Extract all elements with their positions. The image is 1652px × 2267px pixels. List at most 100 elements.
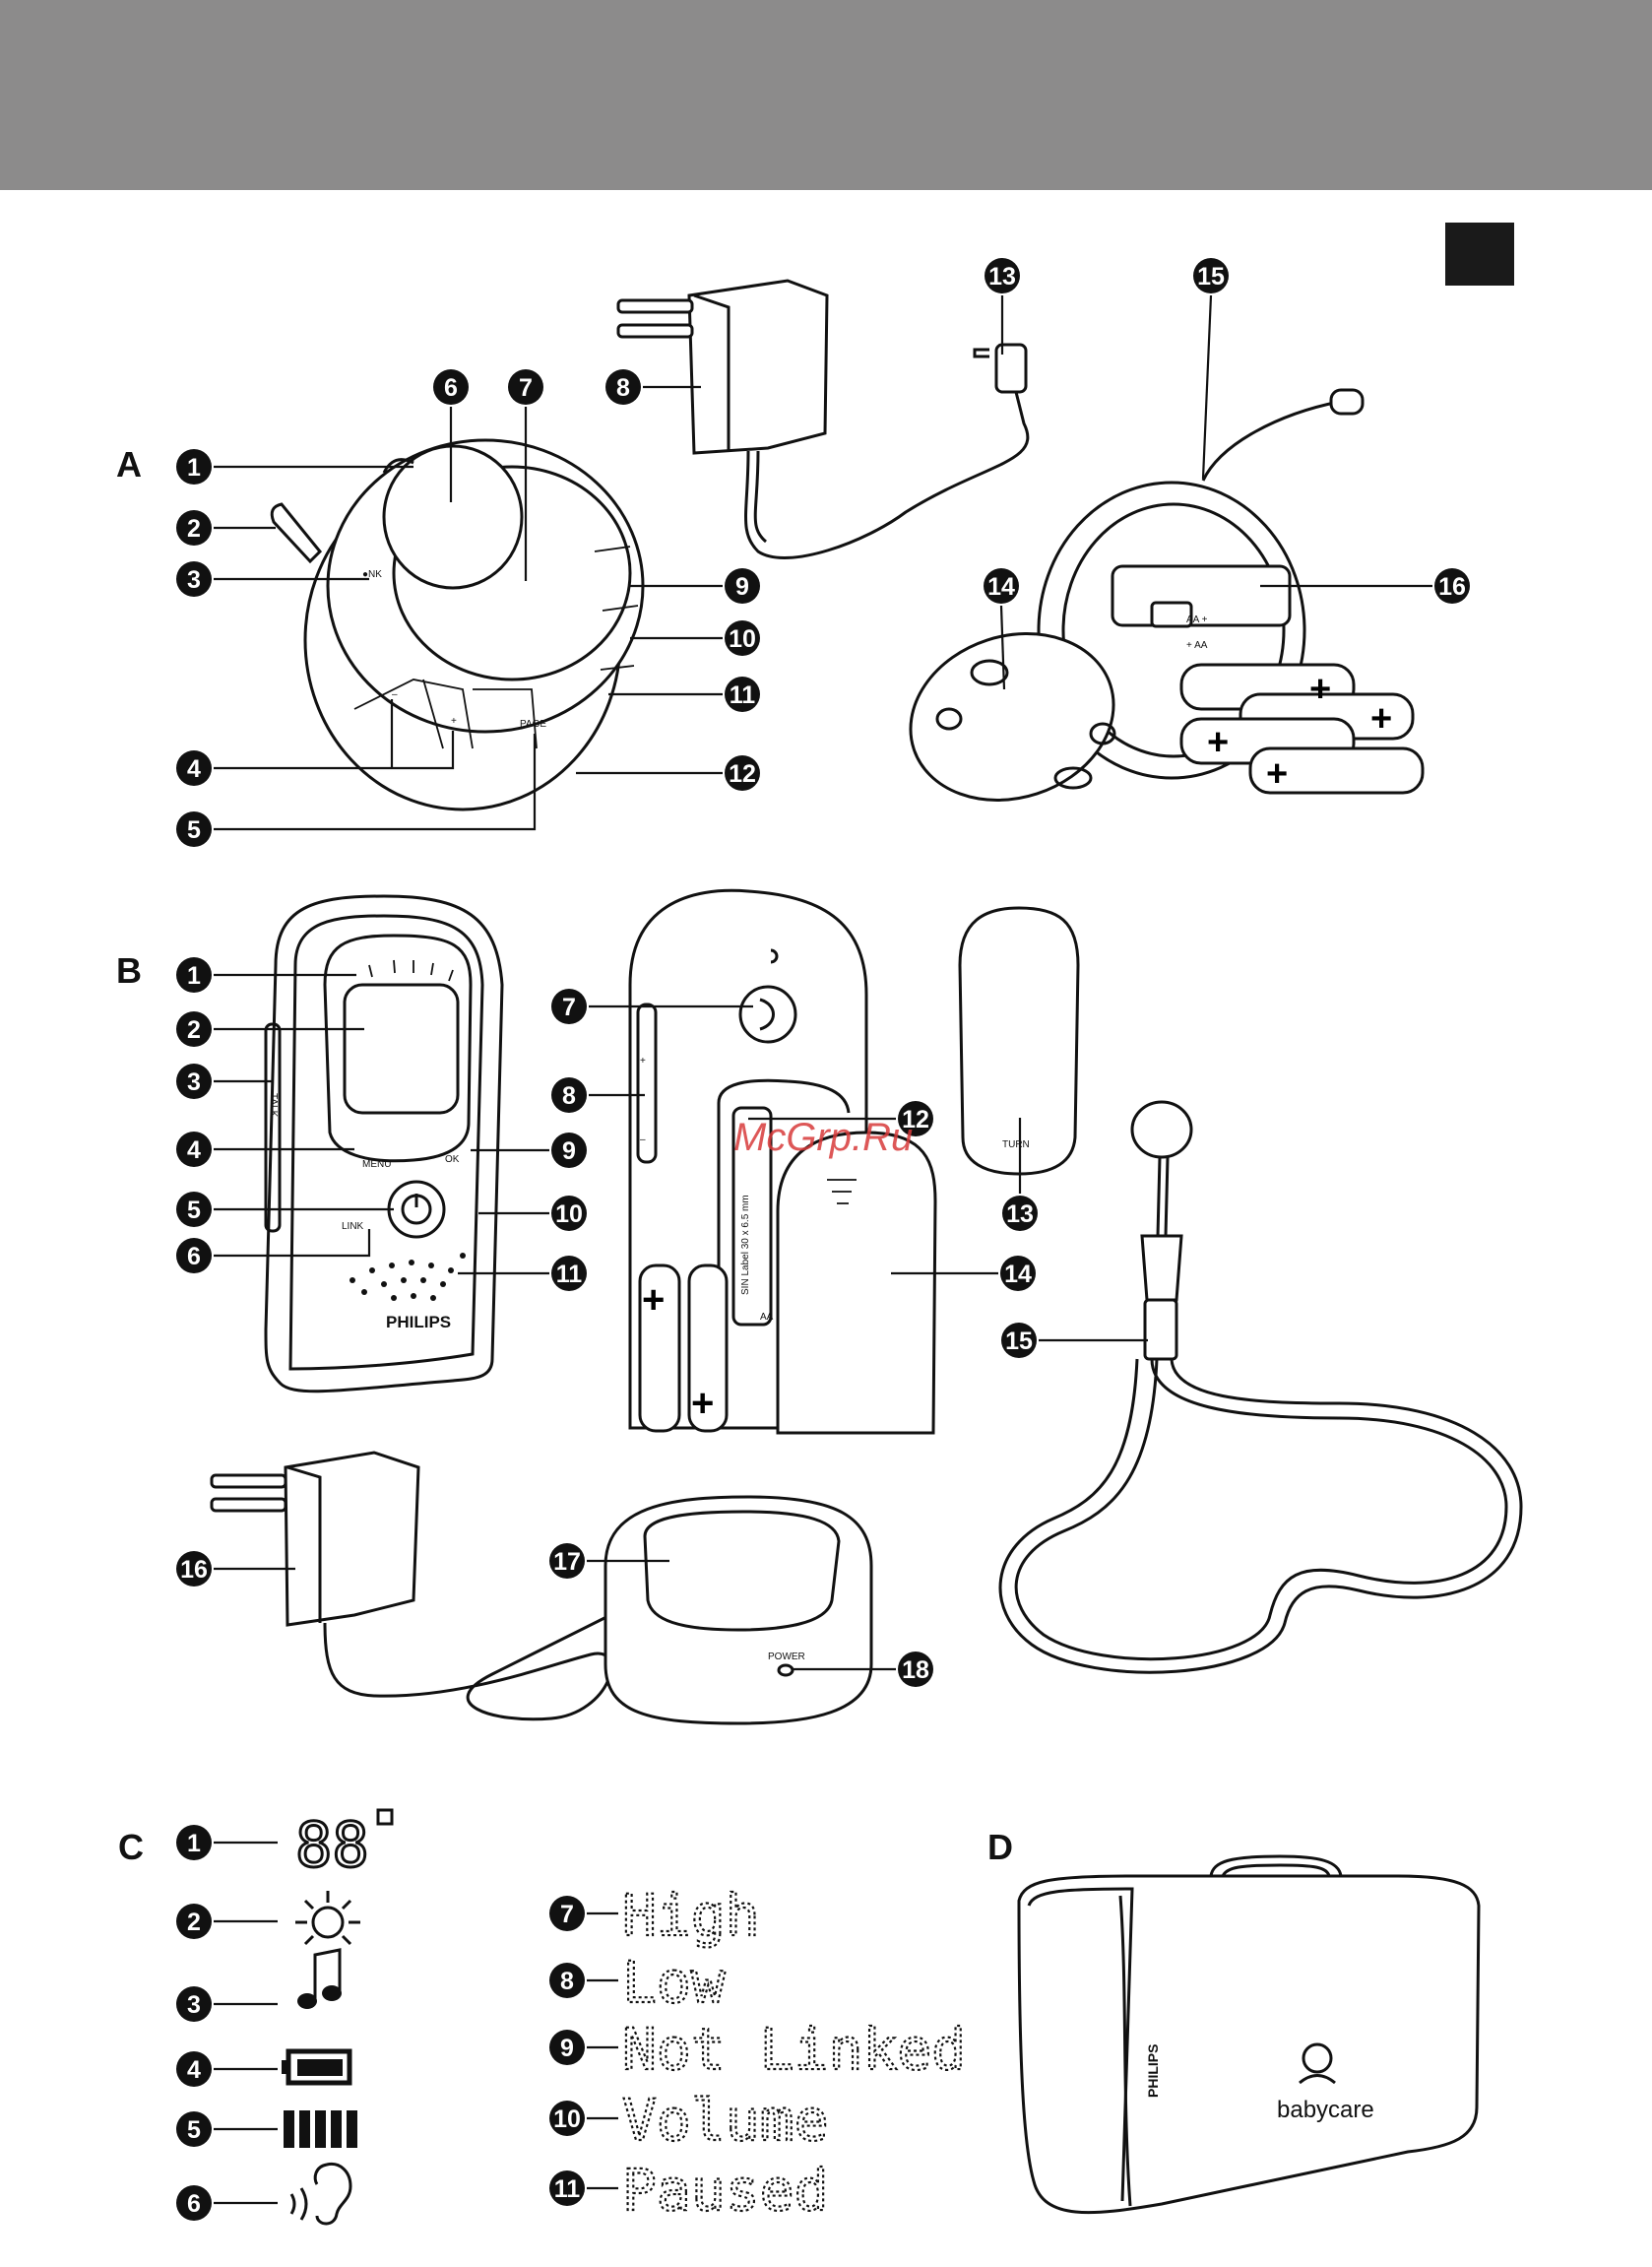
callout-a-15: 15	[1193, 258, 1229, 293]
callout-c-7: 7	[549, 1896, 585, 1931]
svg-text:8: 8	[616, 374, 630, 402]
callout-a-2: 2	[176, 510, 212, 546]
svg-text:4: 4	[187, 1136, 201, 1164]
b-sin-label: SIN Label 30 x 6.5 mm	[740, 1195, 751, 1295]
svg-text:3: 3	[187, 566, 201, 594]
svg-text:15: 15	[1197, 263, 1225, 291]
callout-b-17: 17	[549, 1543, 585, 1579]
d-bag-logo-text: babycare	[1277, 2097, 1374, 2123]
b-talk-label: TALK	[268, 1093, 279, 1118]
section-letter-a: A	[116, 444, 142, 485]
callout-a-12: 12	[725, 755, 760, 791]
callout-c-1: 1	[176, 1825, 212, 1860]
volume-bars-icon	[284, 2110, 357, 2148]
svg-text:2: 2	[187, 515, 201, 543]
b-volume-minus-label: –	[640, 1134, 646, 1145]
svg-text:5: 5	[187, 1197, 201, 1224]
watermark-text: McGrp.Ru	[733, 1116, 913, 1159]
svg-text:7: 7	[560, 1901, 574, 1928]
baby-unit-illustration: PAGE – + ●NK	[272, 440, 643, 810]
callout-a-4: 4	[176, 750, 212, 786]
callout-b-3: 3	[176, 1064, 212, 1099]
callout-b-5: 5	[176, 1192, 212, 1227]
svg-text:1: 1	[187, 962, 201, 990]
c-lcd-text-7: High	[622, 1882, 760, 1949]
svg-text:16: 16	[180, 1556, 208, 1584]
callout-c-8: 8	[549, 1963, 585, 1998]
callout-a-16: 16	[1434, 568, 1470, 604]
callout-c-2: 2	[176, 1904, 212, 1939]
callout-a-8: 8	[605, 369, 641, 405]
callout-a-3: 3	[176, 561, 212, 597]
a-plus-label: +	[451, 716, 457, 727]
svg-text:10: 10	[729, 625, 756, 653]
a-battery-label-1: AA +	[1186, 615, 1208, 625]
c-display-digits: 88	[295, 1809, 369, 1881]
callout-c-9: 9	[549, 2030, 585, 2065]
callout-a-11: 11	[725, 677, 760, 712]
a-battery-plus-2: +	[1370, 698, 1392, 740]
callout-a-9: 9	[725, 568, 760, 604]
svg-text:2: 2	[187, 1016, 201, 1044]
svg-text:4: 4	[187, 2056, 201, 2084]
callout-b-4: 4	[176, 1132, 212, 1167]
charger-illustration: POWER	[605, 1497, 871, 1723]
svg-text:7: 7	[562, 994, 576, 1021]
a-battery-plus-3: +	[1207, 722, 1229, 763]
a-battery-label-2: + AA	[1186, 640, 1208, 651]
svg-text:5: 5	[187, 816, 201, 844]
svg-text:11: 11	[556, 1261, 583, 1288]
baby-unit-battery-open-illustration: AA + + AA + + + +	[889, 390, 1423, 825]
svg-text:7: 7	[519, 374, 533, 402]
svg-text:10: 10	[553, 2105, 581, 2133]
callout-b-9: 9	[551, 1133, 587, 1168]
callout-c-5: 5	[176, 2111, 212, 2147]
callout-a-13: 13	[985, 258, 1020, 293]
callout-a-5: 5	[176, 811, 212, 847]
callout-a-14: 14	[984, 568, 1019, 604]
svg-text:11: 11	[730, 681, 756, 709]
a-battery-plus-1: +	[1309, 669, 1331, 710]
callout-b-18: 18	[898, 1652, 933, 1687]
callout-b-6: 6	[176, 1238, 212, 1273]
nightlight-icon	[295, 1891, 360, 1944]
svg-text:16: 16	[1438, 573, 1466, 601]
svg-text:4: 4	[187, 755, 201, 783]
svg-text:18: 18	[902, 1656, 929, 1684]
svg-text:8: 8	[560, 1968, 574, 1995]
sound-ear-icon	[291, 2164, 350, 2224]
svg-text:1: 1	[187, 1830, 201, 1857]
callout-a-7: 7	[508, 369, 543, 405]
b-power-label: POWER	[768, 1652, 805, 1662]
b-volume-plus-label: +	[640, 1056, 646, 1067]
a-page-label: PAGE	[520, 719, 546, 730]
b-battery-plus-1: +	[642, 1278, 665, 1322]
section-letter-d: D	[987, 1827, 1013, 1867]
neck-cord-illustration	[1000, 1102, 1521, 1672]
callout-b-10: 10	[551, 1196, 587, 1231]
svg-text:11: 11	[554, 2175, 581, 2203]
callout-b-2: 2	[176, 1011, 212, 1047]
callout-b-11: 11	[551, 1256, 587, 1291]
callout-b-1: 1	[176, 957, 212, 993]
d-bag-side-brand: PHILIPS	[1145, 2044, 1161, 2098]
callout-c-11: 11	[549, 2170, 585, 2206]
callout-a-1: 1	[176, 449, 212, 485]
b-aa-label: AA	[760, 1312, 774, 1323]
callout-b-14: 14	[1000, 1256, 1036, 1291]
parent-unit-front-illustration: TALK MENU OK LINK PHILIPS	[266, 896, 502, 1392]
svg-text:15: 15	[1005, 1328, 1033, 1355]
callout-c-10: 10	[549, 2101, 585, 2136]
svg-text:1: 1	[187, 454, 201, 482]
b-link-label: LINK	[342, 1221, 364, 1232]
c-icons-column: 88	[282, 1809, 392, 2224]
callout-b-15: 15	[1001, 1323, 1037, 1358]
svg-text:5: 5	[187, 2116, 201, 2144]
svg-text:9: 9	[735, 573, 749, 601]
c-lcd-text-8: Low	[622, 1949, 726, 2016]
callout-b-13: 13	[1002, 1196, 1038, 1231]
svg-text:3: 3	[187, 1991, 201, 2019]
carry-bag-illustration: PHILIPS babycare	[1019, 1856, 1479, 2213]
